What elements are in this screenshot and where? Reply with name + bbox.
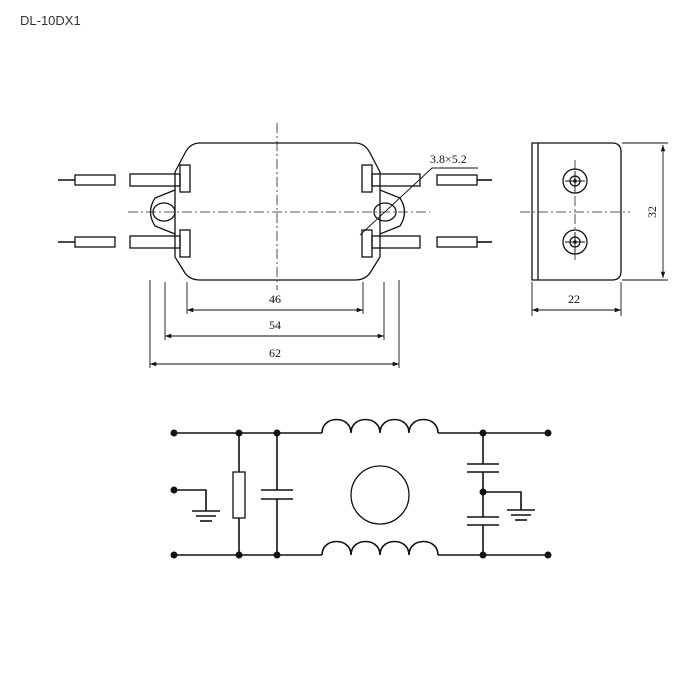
tab-right-top: [371, 173, 421, 187]
left-connector-top: [58, 174, 116, 186]
hole-callout-leader: [359, 167, 478, 236]
dim-46-label: 46: [269, 292, 281, 306]
front-view: 3.8×5.2 46 54 62: [58, 123, 492, 368]
terminal-left-bottom: [179, 229, 191, 258]
x-capacitor: [261, 489, 293, 500]
choke-coil-bottom: [321, 540, 439, 556]
dim-22-label: 22: [568, 292, 580, 306]
right-connector-bottom: [436, 236, 492, 248]
dim-62-label: 62: [269, 346, 281, 360]
tab-left-bottom: [129, 235, 181, 249]
model-title: DL-10DX1: [20, 13, 81, 28]
terminal-right-bottom: [361, 229, 373, 258]
terminal-left-top: [179, 164, 191, 193]
side-terminal-bottom: [562, 229, 588, 255]
filter-body: [174, 142, 381, 281]
right-connector-top: [436, 174, 492, 186]
choke-coil-top: [321, 418, 439, 434]
ground-symbol-left: [192, 510, 220, 522]
terminal-right-top: [361, 164, 373, 193]
y-capacitor-bottom: [467, 516, 499, 526]
ground-symbol-right: [507, 509, 535, 521]
side-terminal-top: [562, 168, 588, 194]
tab-right-bottom: [371, 235, 421, 249]
left-connector-bottom: [58, 236, 116, 248]
side-body: [531, 142, 622, 281]
dim-32-label: 32: [645, 206, 659, 218]
y-capacitor-top: [467, 463, 499, 473]
circuit-schematic: [170, 418, 552, 559]
choke-core: [350, 465, 410, 525]
dim-54-label: 54: [269, 318, 281, 332]
hole-size-label: 3.8×5.2: [430, 152, 467, 166]
ground-input-wire: [174, 489, 207, 511]
bleeder-resistor: [232, 471, 246, 519]
tab-left-top: [129, 173, 181, 187]
right-mounting-hole: [373, 202, 397, 222]
side-view: 32 22: [520, 142, 668, 316]
ground-output-wire: [483, 491, 522, 510]
